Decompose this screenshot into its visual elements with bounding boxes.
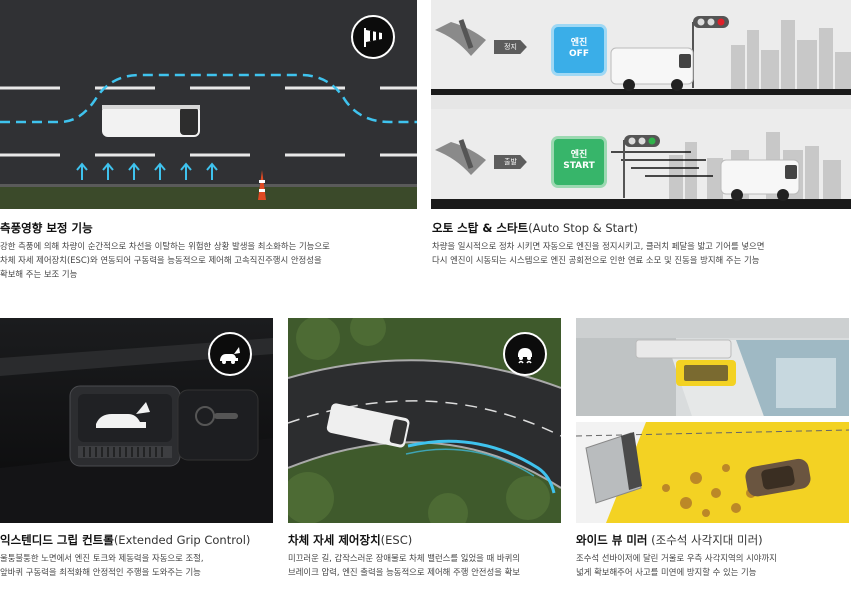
- auto-stop-caption: 오토 스탑 & 스타트(Auto Stop & Start) 차량을 일시적으로…: [432, 221, 851, 267]
- esc-skid-icon: [503, 332, 547, 376]
- wide-mirror-caption: 와이드 뷰 미러 (조수석 사각지대 미러) 조수석 선바이저에 달린 거울로 …: [576, 533, 851, 579]
- auto-stop-description: 차량을 일시적으로 정차 시키면 자동으로 엔진을 정지시키고, 클러치 페달을…: [432, 241, 765, 265]
- esc-caption: 차체 자세 제어장치(ESC) 미끄러운 길, 갑작스러운 장애물로 차체 밸런…: [288, 533, 573, 579]
- grip-control-image: [0, 318, 273, 523]
- engine-off-button: 엔진 OFF: [554, 27, 604, 73]
- crosswind-title: 측풍영향 보정 기능: [0, 221, 93, 235]
- grip-control-description: 울퉁불퉁한 노면에서 엔진 토크와 제동력을 자동으로 조절, 앞바퀴 구동력을…: [0, 553, 204, 577]
- auto-stop-image: 정지 엔진 OFF 출발 엔진 START: [431, 0, 851, 209]
- esc-description: 미끄러운 길, 갑작스러운 장애물로 차체 밸런스를 잃었을 때 바퀴의 브레이…: [288, 553, 520, 577]
- engine-start-button: 엔진 START: [554, 139, 604, 185]
- grip-control-icon: [208, 332, 252, 376]
- wide-mirror-image: [576, 318, 849, 523]
- wide-mirror-title: 와이드 뷰 미러 (조수석 사각지대 미러): [576, 533, 763, 547]
- grip-control-title: 익스텐디드 그립 컨트롤(Extended Grip Control): [0, 533, 251, 547]
- crosswind-description: 강한 측풍에 의해 차량이 순간적으로 차선을 이탈하는 위험한 상황 발생을 …: [0, 241, 330, 279]
- auto-stop-title: 오토 스탑 & 스타트(Auto Stop & Start): [432, 221, 638, 235]
- crosswind-image: [0, 0, 417, 209]
- stop-tag: 정지: [494, 40, 527, 54]
- grip-control-caption: 익스텐디드 그립 컨트롤(Extended Grip Control) 울퉁불퉁…: [0, 533, 286, 579]
- windsock-icon: [351, 15, 395, 59]
- wide-mirror-description: 조수석 선바이저에 달린 거울로 우측 사각지역의 시야까지 넓게 확보해주어 …: [576, 553, 777, 577]
- esc-title: 차체 자세 제어장치(ESC): [288, 533, 413, 547]
- crosswind-caption: 측풍영향 보정 기능 강한 측풍에 의해 차량이 순간적으로 차선을 이탈하는 …: [0, 221, 420, 281]
- start-tag: 출발: [494, 155, 527, 169]
- esc-image: [288, 318, 561, 523]
